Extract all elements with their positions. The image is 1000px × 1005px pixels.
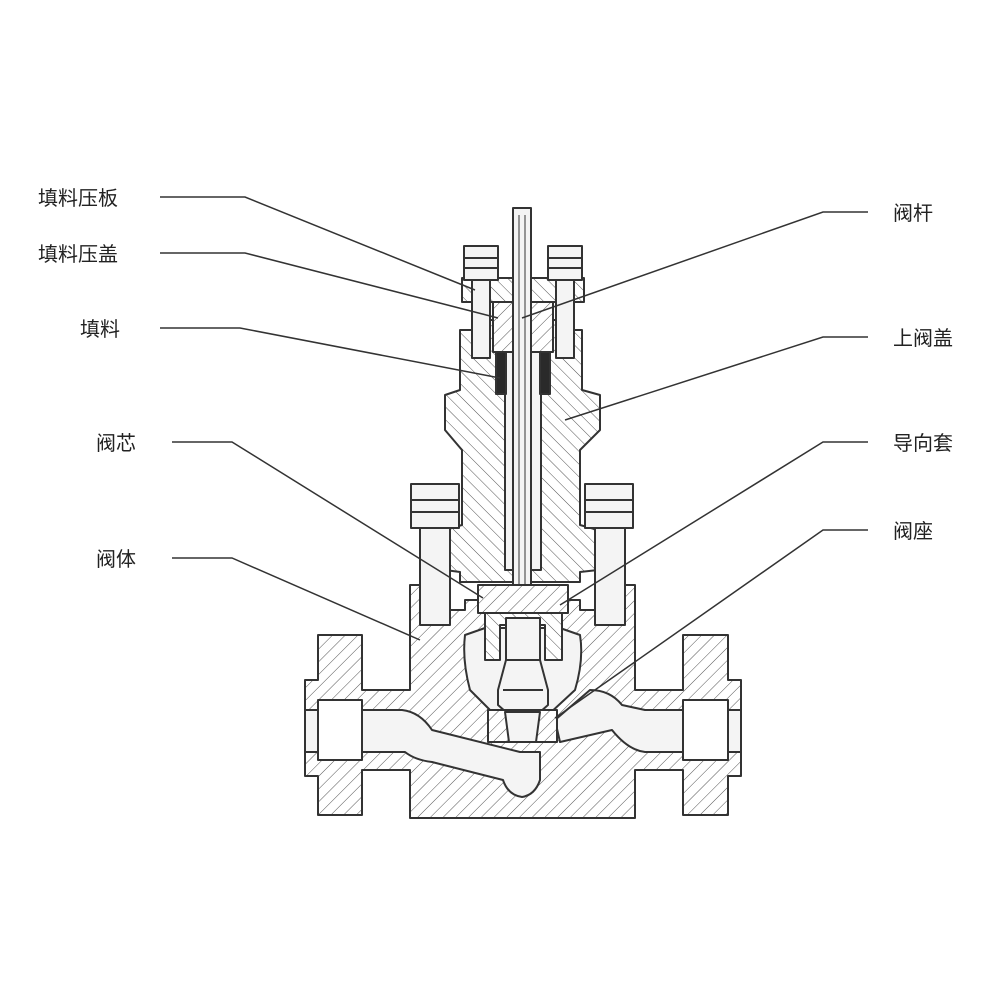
leader-valve-stem [521,211,868,319]
packing-left [495,351,507,395]
label-guide-sleeve: 导向套 [893,431,953,455]
left-body-nut [410,483,460,529]
label-valve-stem: 阀杆 [893,201,933,225]
label-valve-plug: 阀芯 [96,431,136,455]
right-nut [547,245,583,281]
label-packing-gland: 填料压盖 [38,242,118,266]
left-nut [463,245,499,281]
leader-packing-gland [160,252,499,319]
plug-tip [504,711,541,743]
label-valve-body: 阀体 [96,547,136,571]
leader-valve-body [172,557,421,641]
label-valve-seat: 阀座 [893,519,933,543]
right-flange-slot [682,699,729,761]
inlet-channel [304,709,541,798]
left-body-bolt [419,519,451,626]
left-flange-slot [317,699,363,761]
label-packing-plate: 填料压板 [38,186,118,210]
guide-sleeve-shape [477,584,569,614]
leader-packing-plate [160,196,476,291]
packing-right [539,351,551,395]
right-body-nut [584,483,634,529]
leader-valve-seat [554,529,868,719]
valve-stem-shape [512,207,532,629]
right-body-bolt [594,519,626,626]
label-upper-bonnet: 上阀盖 [893,326,953,350]
leader-guide-sleeve [559,441,868,606]
guide-sleeve-lower [484,612,563,661]
leader-packing [160,327,501,379]
leader-valve-plug [172,441,484,599]
label-packing: 填料 [80,317,120,341]
leader-upper-bonnet [564,336,868,421]
valve-plug-shape [497,617,549,713]
